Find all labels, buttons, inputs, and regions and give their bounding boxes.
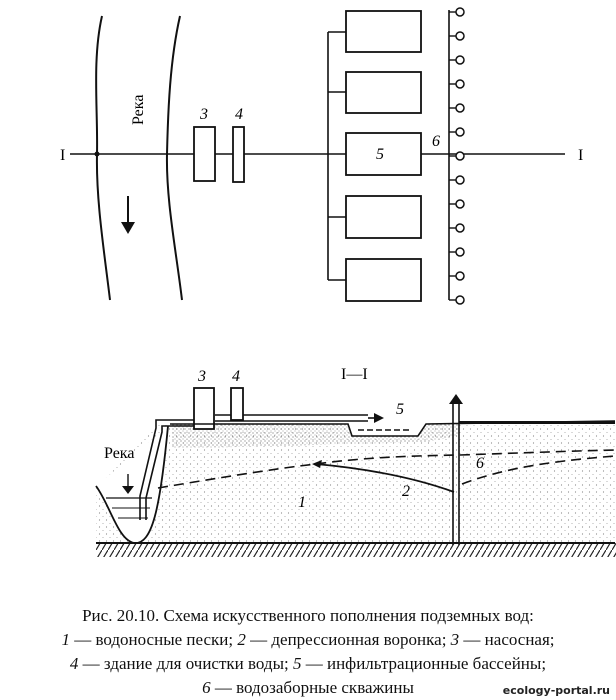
well-marker: [455, 7, 465, 17]
infiltration-basin-5: [345, 258, 422, 302]
depression-arrowhead: [312, 460, 322, 468]
well-marker: [455, 175, 465, 185]
caption-line-3: 4 — здание для очистки воды; 5 — инфильт…: [0, 652, 616, 676]
delivery-arrowhead: [374, 413, 384, 423]
section-river-label: Река: [104, 445, 134, 462]
caption-num-5: 5: [292, 654, 302, 673]
plan-treatment-building: [232, 126, 245, 183]
section-label-1: 1: [298, 494, 306, 511]
watermark: ecology-portal.ru: [502, 684, 610, 697]
caption-num-3: 3: [450, 630, 460, 649]
well-marker: [455, 295, 465, 305]
well-marker: [455, 199, 465, 209]
section-mark-left: I: [60, 147, 65, 164]
well-marker: [455, 223, 465, 233]
river-node: [94, 151, 100, 157]
section-pumping-station: [193, 387, 215, 430]
well-arrowhead: [449, 394, 463, 404]
water-table-dashed: [157, 449, 616, 489]
section-label-3: 3: [197, 368, 206, 385]
infiltration-basin-2: [345, 71, 422, 114]
well-marker: [455, 103, 465, 113]
well-marker: [455, 127, 465, 137]
section-label-4: 4: [232, 368, 240, 385]
caption-line-2: 1 — водоносные пески; 2 — депрессионная …: [0, 628, 616, 652]
depression-curve: [315, 463, 455, 493]
section-treatment-building: [230, 387, 244, 421]
section-view: I—I Река 3 4 5: [95, 366, 616, 557]
caption-text-5: — инфильтрационные бассейны;: [301, 654, 547, 673]
intake-pipe-inner: [145, 425, 194, 520]
well-marker: [455, 151, 465, 161]
caption-title: Рис. 20.10. Схема искусственного пополне…: [82, 606, 534, 625]
section-label-2: 2: [402, 483, 410, 500]
caption-text-6: — водозаборные скважины: [210, 678, 414, 697]
caption-line-1: Рис. 20.10. Схема искусственного пополне…: [0, 604, 616, 628]
plan-label-3: 3: [199, 106, 208, 123]
water-table-right: [461, 455, 616, 485]
caption-num-4: 4: [69, 654, 79, 673]
well-marker: [455, 31, 465, 41]
caption-text-1: — водоносные пески;: [69, 630, 238, 649]
plan-label-5: 5: [376, 146, 384, 163]
section-mark-right: I: [578, 147, 583, 164]
infiltration-basin-4: [345, 195, 422, 239]
caption-text-4: — здание для очистки воды;: [78, 654, 293, 673]
plan-label-4: 4: [235, 106, 243, 123]
river-bank-right: [165, 15, 183, 301]
river-bank-left: [95, 15, 111, 301]
intake-pipe: [139, 419, 194, 520]
river-flow-arrowhead: [121, 222, 135, 234]
top-soil: [172, 424, 460, 448]
well-marker: [455, 55, 465, 65]
section-label-6: 6: [476, 455, 484, 472]
caption-num-6: 6: [202, 678, 211, 697]
aquifer-sand: [96, 420, 615, 542]
well-marker: [455, 247, 465, 257]
well-marker: [455, 79, 465, 89]
plan-pumping-station: [193, 126, 216, 182]
right-block: [459, 421, 615, 424]
plan-river-label: Река: [130, 95, 147, 125]
plan-label-6: 6: [432, 133, 440, 150]
well-marker: [455, 271, 465, 281]
wells-group: [449, 7, 465, 305]
caption-text-3: — насосная;: [459, 630, 555, 649]
caption-text-2: — депрессионная воронка;: [245, 630, 451, 649]
river-level-arrow: [122, 486, 134, 494]
infiltration-basin-1: [345, 10, 422, 53]
section-label-5: 5: [396, 401, 404, 418]
caption-num-1: 1: [61, 630, 70, 649]
ground-base: [96, 543, 616, 557]
caption-line-4: 6 — водозаборные скважины: [0, 676, 616, 700]
ground-surface: [170, 420, 616, 437]
section-title: I—I: [341, 366, 368, 383]
plan-view: I I Река 3 4 5 6: [60, 7, 583, 305]
caption-num-2: 2: [237, 630, 246, 649]
